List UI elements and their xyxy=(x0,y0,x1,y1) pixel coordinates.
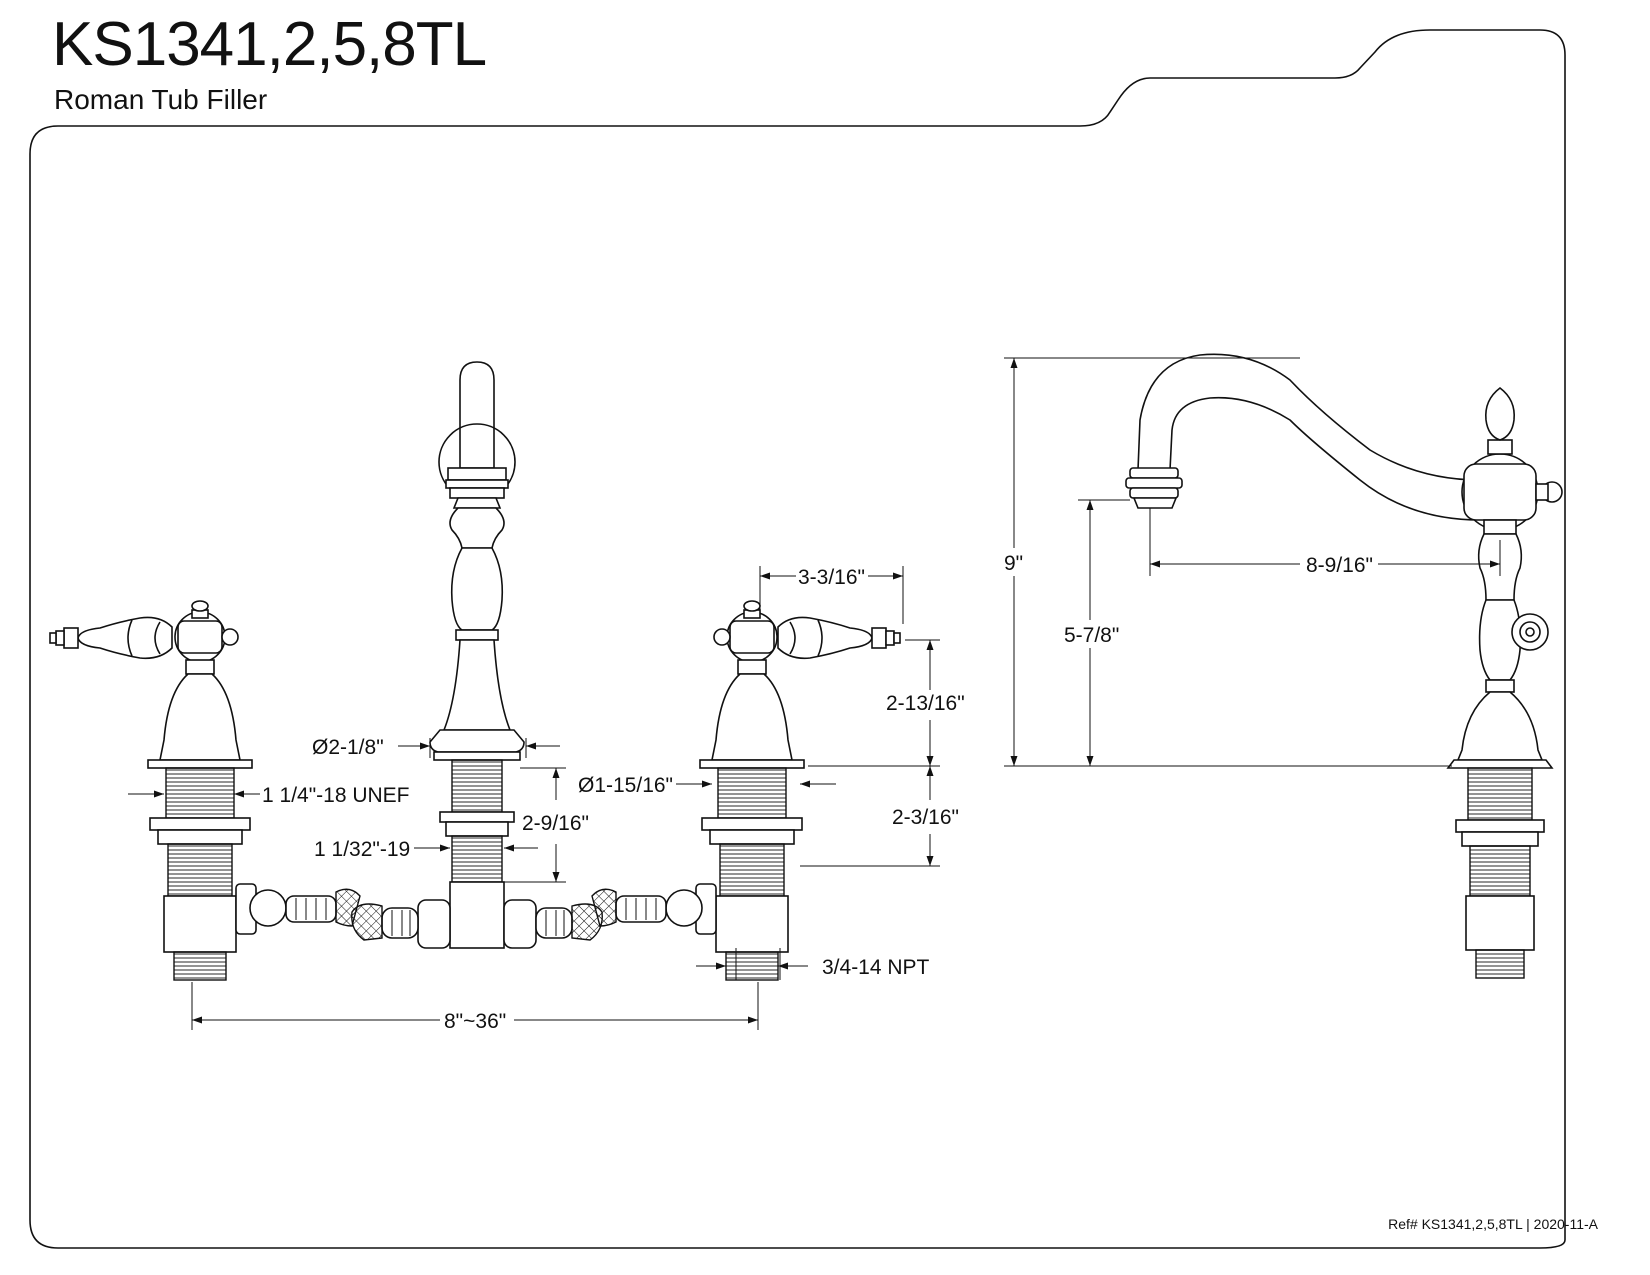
dim-handle-to-spout-width: 3-3/16" xyxy=(798,566,865,589)
dim-spout-clearance: 5-7/8" xyxy=(1064,624,1119,647)
dim-inlet-thread: 3/4-14 NPT xyxy=(822,956,930,979)
right-handle-valve xyxy=(591,600,901,981)
reference-number: Ref# KS1341,2,5,8TL | 2020-11-A xyxy=(1388,1216,1598,1232)
dim-spout-base-dia: Ø2-1/8" xyxy=(312,736,384,759)
dim-shank-thread-handle: 1 1/4"-18 UNEF xyxy=(262,784,410,807)
dim-shank-length-spout: 2-9/16" xyxy=(522,812,589,835)
dimension-lines xyxy=(128,357,1501,1030)
dim-handle-height: 2-13/16" xyxy=(886,692,965,715)
left-handle-valve xyxy=(49,600,361,981)
center-spout-front xyxy=(351,361,603,949)
dim-overall-height: 9" xyxy=(1004,552,1023,575)
dim-handle-base-dia: Ø1-15/16" xyxy=(578,774,673,797)
dim-shank-thread-spout: 1 1/32"-19 xyxy=(314,838,410,861)
page-frame xyxy=(29,29,1566,1249)
dim-spout-reach: 8-9/16" xyxy=(1306,554,1373,577)
dim-shank-length-handle: 2-3/16" xyxy=(892,806,959,829)
side-view-spout xyxy=(1125,353,1563,979)
dim-spread: 8"~36" xyxy=(444,1010,506,1033)
page-subtitle: Roman Tub Filler xyxy=(54,84,268,115)
page-title: KS1341,2,5,8TL xyxy=(52,10,487,79)
